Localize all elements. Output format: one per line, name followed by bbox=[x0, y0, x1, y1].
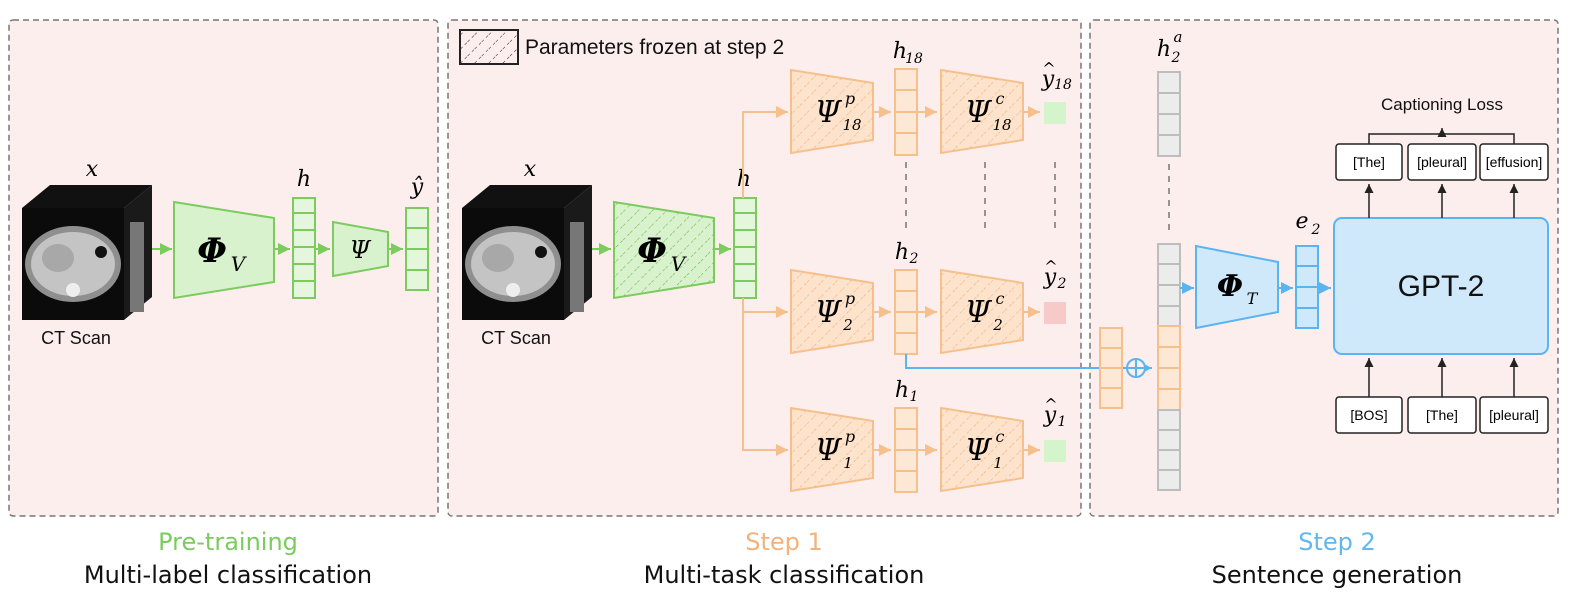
gpt2-label: GPT-2 bbox=[1398, 270, 1485, 303]
svg-text:T: T bbox=[1247, 289, 1259, 308]
step2-title: Step 2 bbox=[1298, 528, 1376, 556]
pretrain-feature-vector bbox=[292, 197, 316, 299]
text-encoder-phi-t: Φ T bbox=[1195, 244, 1279, 330]
pretrain-input-var: x bbox=[86, 157, 99, 182]
svg-text:Ψ: Ψ bbox=[349, 236, 371, 264]
proj-psi-2-sub: 2 bbox=[842, 316, 853, 334]
output-tokens: [The] [pleural] [effusion] bbox=[1335, 143, 1549, 181]
out-y18: y bbox=[1041, 67, 1055, 92]
cls-psi-1: Ψ bbox=[965, 433, 993, 468]
output-token-2 bbox=[1407, 143, 1477, 181]
svg-text:V: V bbox=[231, 252, 248, 276]
pred-2 bbox=[1044, 302, 1066, 324]
svg-text:^: ^ bbox=[1044, 395, 1057, 414]
pretraining-title: Pre-training bbox=[158, 528, 298, 556]
hidden-h1-sub: 1 bbox=[910, 389, 919, 405]
svg-text:^: ^ bbox=[1044, 257, 1057, 276]
captioning-loss-label: Captioning Loss bbox=[1381, 95, 1503, 114]
cls-psi-1-sub: 1 bbox=[993, 454, 1003, 472]
frozen-legend-text: Parameters frozen at step 2 bbox=[525, 36, 784, 59]
step1-ct-caption: CT Scan bbox=[481, 328, 551, 348]
pretrain-encoder-phi-v: Φ V bbox=[173, 200, 275, 300]
step1-feature-vector bbox=[733, 197, 757, 299]
embedding-vector-e2 bbox=[1295, 245, 1319, 329]
pretrain-ct-caption: CT Scan bbox=[41, 328, 111, 348]
loss-bracket bbox=[1368, 128, 1515, 144]
oplus-icon bbox=[1126, 358, 1146, 378]
branch-connector-18 bbox=[742, 106, 788, 198]
step1-encoder-phi-v-frozen: Φ V bbox=[613, 200, 715, 300]
pred-1 bbox=[1044, 440, 1066, 462]
branch-2: Ψ p 2 h 2 Ψ c 2 y ^ 2 bbox=[790, 240, 1067, 355]
concat-label-sub: 2 bbox=[1171, 50, 1181, 66]
svg-text:^: ^ bbox=[1042, 59, 1055, 78]
proj-psi-1-sub: 1 bbox=[843, 454, 853, 472]
input-token-3-text: [pleural] bbox=[1489, 407, 1539, 423]
cls-psi-18-sup: c bbox=[996, 89, 1005, 108]
step1-ct-scan-image bbox=[462, 185, 592, 320]
concat-label: h bbox=[1157, 37, 1171, 62]
input-tokens: [BOS] [The] [pleural] bbox=[1335, 396, 1549, 434]
out-y18-sub: 18 bbox=[1054, 77, 1072, 93]
step2-subtitle: Sentence generation bbox=[1211, 561, 1463, 589]
gpt2-model-box: GPT-2 bbox=[1333, 217, 1549, 355]
proj-psi-2-sup: p bbox=[845, 289, 855, 308]
proj-psi-18-sup: p bbox=[845, 89, 855, 108]
proj-psi-1-sup: p bbox=[845, 427, 855, 446]
out-y2: y bbox=[1043, 265, 1057, 290]
pretrain-output-label: ŷ bbox=[410, 175, 424, 200]
cls-psi-2-sup: c bbox=[996, 289, 1005, 308]
pretrain-feature-label: h bbox=[297, 167, 311, 192]
embed-label-sub: 2 bbox=[1311, 222, 1321, 238]
cls-psi-18: Ψ bbox=[965, 95, 993, 130]
proj-psi-18-sub: 18 bbox=[842, 116, 861, 134]
ct-scan-image bbox=[22, 185, 152, 320]
pretrain-classifier-psi: Ψ bbox=[332, 220, 389, 278]
branch-1: Ψ p 1 h 1 Ψ c 1 y ^ 1 bbox=[790, 378, 1067, 493]
cls-psi-2: Ψ bbox=[965, 295, 993, 330]
h2-to-concat-link bbox=[905, 354, 1152, 374]
svg-text:V: V bbox=[671, 252, 688, 276]
cls-psi-1-sup: c bbox=[996, 427, 1005, 446]
pretraining-subtitle: Multi-label classification bbox=[83, 561, 373, 589]
cls-psi-2-sub: 2 bbox=[992, 316, 1003, 334]
proj-psi-18: Ψ bbox=[815, 95, 843, 130]
step1-input-var: x bbox=[524, 157, 537, 182]
output-token-2-text: [pleural] bbox=[1417, 154, 1467, 170]
svg-text:Φ: Φ bbox=[637, 231, 667, 271]
output-token-3-text: [effusion] bbox=[1486, 154, 1543, 170]
branch-connector-1 bbox=[742, 312, 788, 456]
embed-label: e bbox=[1295, 209, 1308, 234]
pred-18 bbox=[1044, 102, 1066, 124]
hidden-h18-sub: 18 bbox=[905, 51, 923, 67]
concat-vector-h2a bbox=[1157, 71, 1181, 491]
cls-psi-18-sub: 18 bbox=[992, 116, 1011, 134]
branch-18: Ψ p 18 h 18 Ψ c 18 y ^ 18 bbox=[790, 39, 1072, 156]
hidden-h18: h bbox=[893, 39, 907, 64]
proj-psi-2: Ψ bbox=[815, 295, 843, 330]
step1-subtitle: Multi-task classification bbox=[643, 561, 925, 589]
orange-side-vector bbox=[1099, 327, 1123, 409]
hidden-h1: h bbox=[895, 378, 909, 403]
frozen-legend: Parameters frozen at step 2 bbox=[459, 29, 784, 65]
input-token-2-text: [The] bbox=[1426, 407, 1458, 423]
svg-text:Φ: Φ bbox=[197, 231, 227, 271]
proj-psi-1: Ψ bbox=[815, 433, 843, 468]
out-y1-sub: 1 bbox=[1058, 414, 1067, 430]
pretrain-output-vector bbox=[405, 207, 429, 291]
svg-text:Φ: Φ bbox=[1217, 269, 1243, 304]
output-token-1-text: [The] bbox=[1353, 154, 1385, 170]
concat-label-sup: a bbox=[1174, 28, 1183, 46]
out-y2-sub: 2 bbox=[1057, 276, 1067, 292]
hidden-h2: h bbox=[895, 240, 909, 265]
out-y1: y bbox=[1043, 403, 1057, 428]
step1-title: Step 1 bbox=[745, 528, 823, 556]
hidden-h2-sub: 2 bbox=[909, 251, 919, 267]
input-token-1-text: [BOS] bbox=[1350, 407, 1387, 423]
step1-panel bbox=[447, 19, 1082, 517]
